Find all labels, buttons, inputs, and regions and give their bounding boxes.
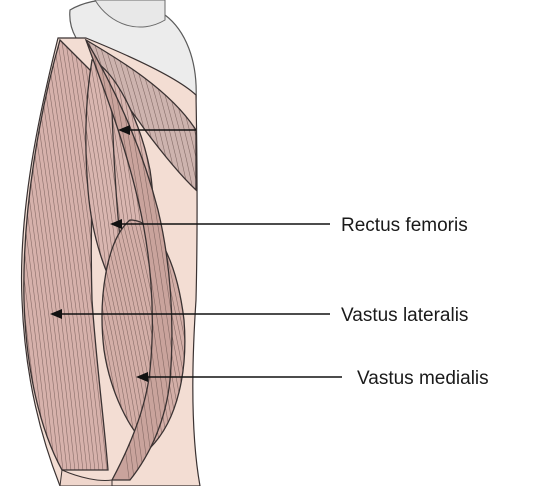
- muscle-fiber-line: [220, 30, 265, 200]
- muscle-fiber-line: [0, 30, 8, 480]
- muscle-fiber-line: [190, 30, 260, 486]
- muscle-fiber-line: [200, 30, 270, 486]
- muscle-fiber-line: [215, 30, 260, 200]
- muscle-fiber-line: [0, 30, 24, 480]
- muscle-fiber-line: [192, 210, 242, 460]
- muscle-fiber-line: [205, 30, 250, 200]
- muscle-fiber-line: [0, 30, 16, 480]
- muscle-fiber-line: [200, 30, 245, 200]
- muscle-fiber-line: [0, 30, 4, 480]
- muscle-fiber-line: [195, 30, 240, 200]
- muscle-fiber-line: [200, 210, 250, 460]
- muscle-fiber-line: [196, 210, 246, 460]
- label-vastus-lateralis: Vastus lateralis: [341, 305, 468, 326]
- label-rectus-femoris: Rectus femoris: [341, 215, 468, 236]
- label-vastus-medialis: Vastus medialis: [357, 368, 489, 389]
- muscle-fiber-line: [0, 30, 20, 480]
- muscle-fiber-line: [0, 30, 12, 480]
- muscle-fiber-line: [210, 30, 255, 200]
- muscle-fiber-line: [195, 30, 265, 486]
